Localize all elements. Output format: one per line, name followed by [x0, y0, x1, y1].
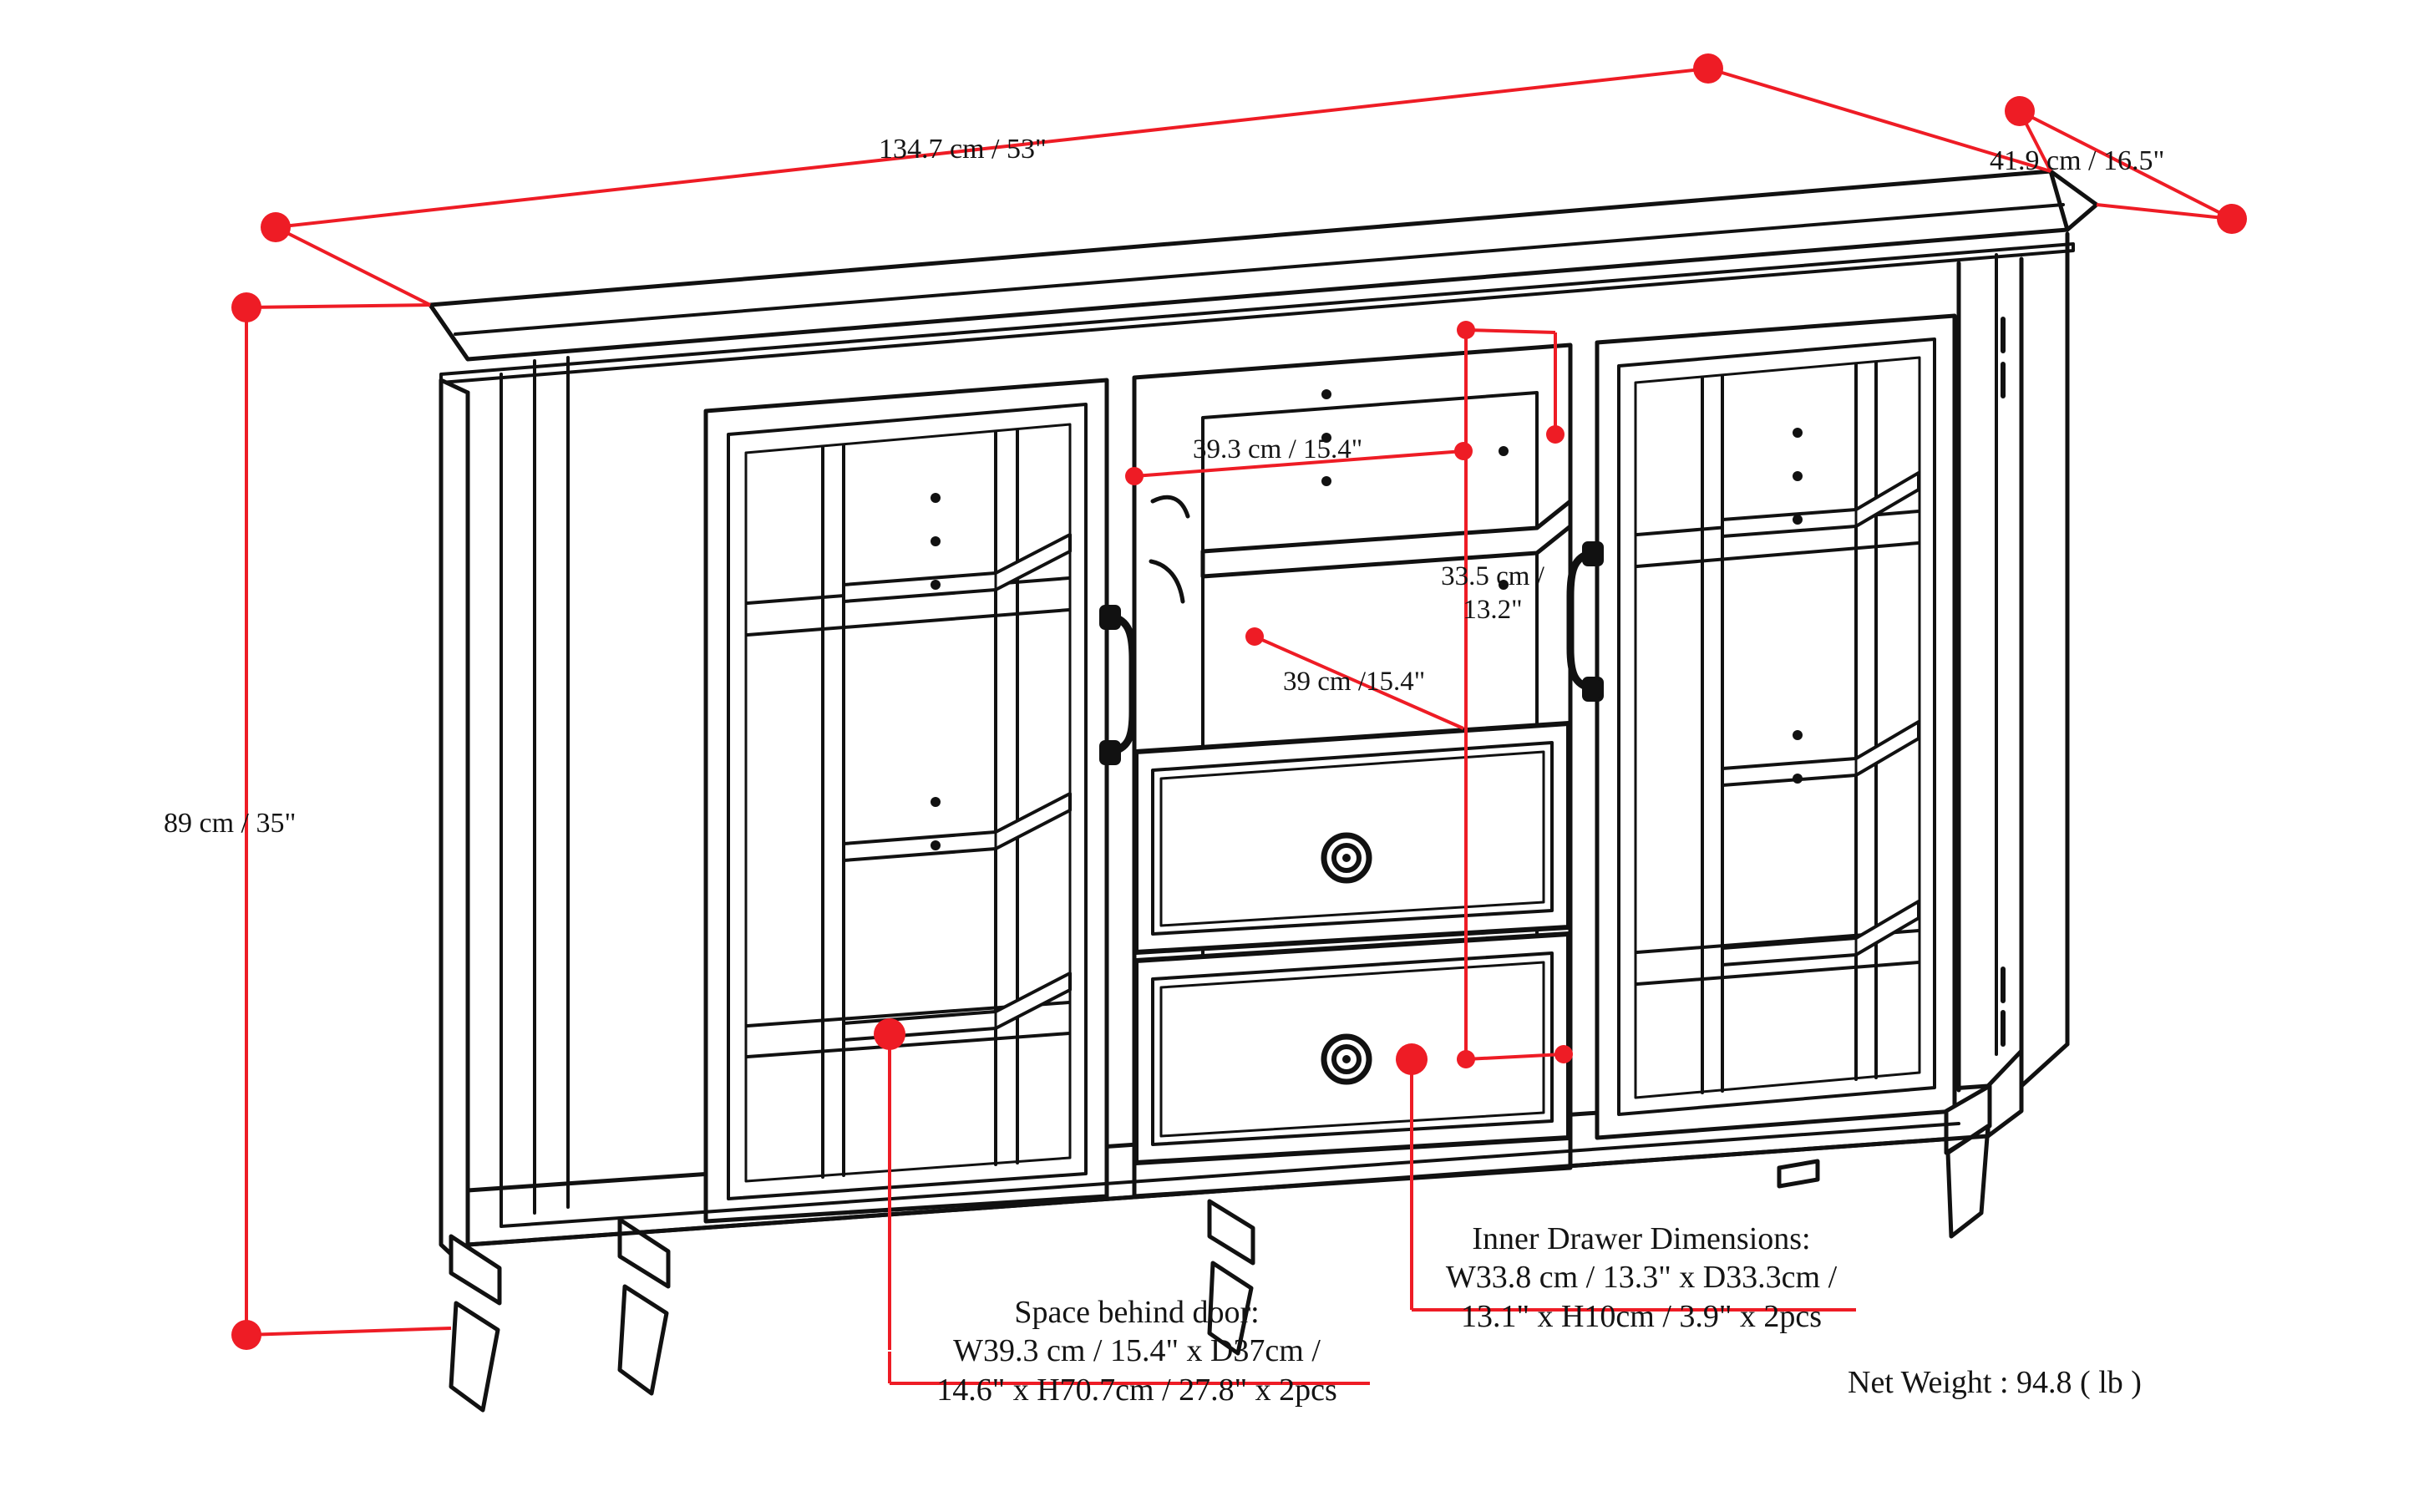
upper-center-shelf: [1200, 499, 1573, 579]
inner-drawer-line1: Inner Drawer Dimensions:: [1472, 1221, 1811, 1256]
inner-drawer-underline: [1410, 1225, 1856, 1312]
lower-shelf-width-dimension: [1245, 627, 1464, 730]
left-glass-door: [703, 378, 1137, 1224]
space-behind-door-line2: W39.3 cm / 15.4" x D37cm /: [953, 1333, 1321, 1369]
space-behind-door-line3: 14.6" x H70.7cm / 27.8" x 2pcs: [936, 1372, 1337, 1408]
width-dimension-line: [261, 53, 2051, 307]
shelf-gap-height-line2: 13.2": [1463, 595, 1523, 626]
drawer-knob-top: [1321, 832, 1372, 884]
drawer-stack: [1133, 721, 1571, 1165]
space-behind-door-underline: [888, 1352, 1370, 1385]
left-front-stile: [465, 356, 570, 1247]
lower-shelf-width-label: 39 cm /15.4": [1283, 667, 1426, 697]
drawer-knob-bottom: [1321, 1033, 1372, 1085]
tapered-legs: [449, 1083, 1992, 1413]
cabinet-top: [428, 169, 2099, 384]
shelf-gap-height-line1: 33.5 cm /: [1441, 561, 1544, 591]
height-dimension-label: 89 cm / 35": [164, 808, 297, 839]
depth-dimension-line: [2005, 96, 2247, 234]
inner-drawer-line2: W33.8 cm / 13.3" x D33.3cm /: [1445, 1260, 1838, 1296]
inner-drawer-callout: Inner Drawer Dimensions: W33.8 cm / 13.3…: [1413, 1220, 1869, 1336]
width-dimension-label: 134.7 cm / 53": [879, 134, 1047, 165]
space-behind-door-callout: Space behind door: W39.3 cm / 15.4" x D3…: [890, 1293, 1383, 1409]
space-behind-door-line1: Space behind door:: [1014, 1295, 1260, 1330]
inner-drawer-leader: [1396, 1043, 1428, 1225]
top-shelf-width-dimension: [1125, 442, 1473, 485]
top-shelf-width-label: 39.3 cm / 15.4": [1193, 434, 1363, 464]
inner-drawer-line3: 13.1" x H10cm / 3.9" x 2pcs: [1460, 1298, 1823, 1334]
net-weight-label: Net Weight : 94.8 ( lb ): [1848, 1365, 2142, 1400]
shelf-gap-height-label: 33.5 cm / 13.2": [1397, 560, 1589, 627]
shelf-gap-height-dimension: [1457, 321, 1573, 1068]
space-behind-door-leader: [874, 1018, 905, 1350]
depth-dimension-label: 41.9 cm / 16.5": [1990, 145, 2165, 176]
height-dimension-line: [231, 292, 452, 1350]
